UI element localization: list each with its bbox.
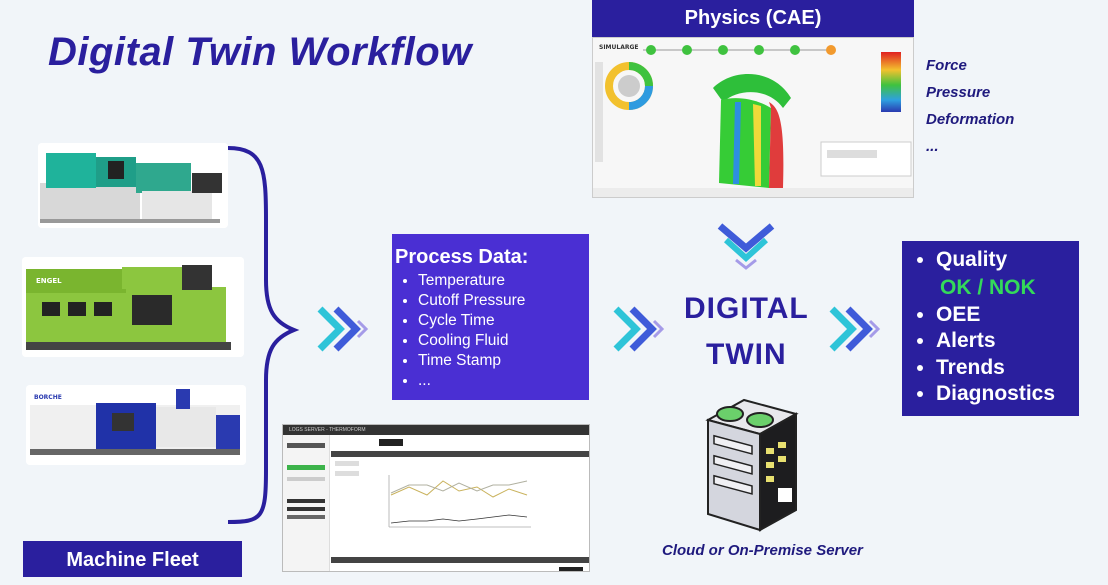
process-data-item: Cooling Fluid [418,331,589,351]
physics-item: ... [926,138,939,155]
digital-twin-label-line2: TWIN [706,338,787,371]
right-chevron-icon [829,306,881,352]
right-chevron-icon [613,306,665,352]
result-item: Diagnostics [936,381,1079,408]
process-data-box: Process Data: Temperature Cutoff Pressur… [392,234,589,400]
physics-item: Deformation [926,111,1015,128]
ok-nok-label: OK / NOK [940,275,1036,299]
cae-screenshot: SIMULARGE [592,37,914,198]
process-data-item: Time Stamp [418,351,589,371]
dashboard-screenshot: LOGS SERVER - THERMOFORM [282,424,590,572]
physics-list: Force Pressure Deformation ... [926,52,1014,160]
page-title: Digital Twin Workflow [48,30,472,74]
dashboard-title-bar: LOGS SERVER - THERMOFORM [283,425,589,435]
svg-text:BORCHE: BORCHE [34,394,62,401]
results-box: Quality OK / NOK OEE Alerts Trends Diagn… [902,241,1079,416]
machine-fleet-label: Machine Fleet [23,541,242,577]
result-item: OEE [936,302,1079,329]
machine-image-2: ENGEL [22,257,244,357]
process-data-title: Process Data: [395,246,529,268]
result-item: Trends [936,355,1079,382]
fleet-bracket [227,146,300,524]
svg-text:ENGEL: ENGEL [36,277,62,285]
cae-brand: SIMULARGE [599,44,639,51]
result-item: Alerts [936,328,1079,355]
process-data-item: Cutoff Pressure [418,291,589,311]
server-label: Cloud or On-Premise Server [662,542,863,559]
digital-twin-label-line1: DIGITAL [684,292,809,325]
result-item-quality: Quality [936,247,1079,274]
dashboard-main [331,435,589,571]
process-data-item: ... [418,371,589,391]
machine-image-1 [38,143,228,228]
right-chevron-icon [317,306,369,352]
machine-image-3: BORCHE [26,385,246,465]
physics-item: Pressure [926,84,991,101]
dashboard-sidebar [283,435,330,571]
physics-header: Physics (CAE) [592,0,914,37]
server-icon [705,398,799,532]
process-data-item: Cycle Time [418,311,589,331]
process-data-item: Temperature [418,271,589,291]
down-chevron-icon [717,223,775,270]
physics-item: Force [926,57,967,74]
